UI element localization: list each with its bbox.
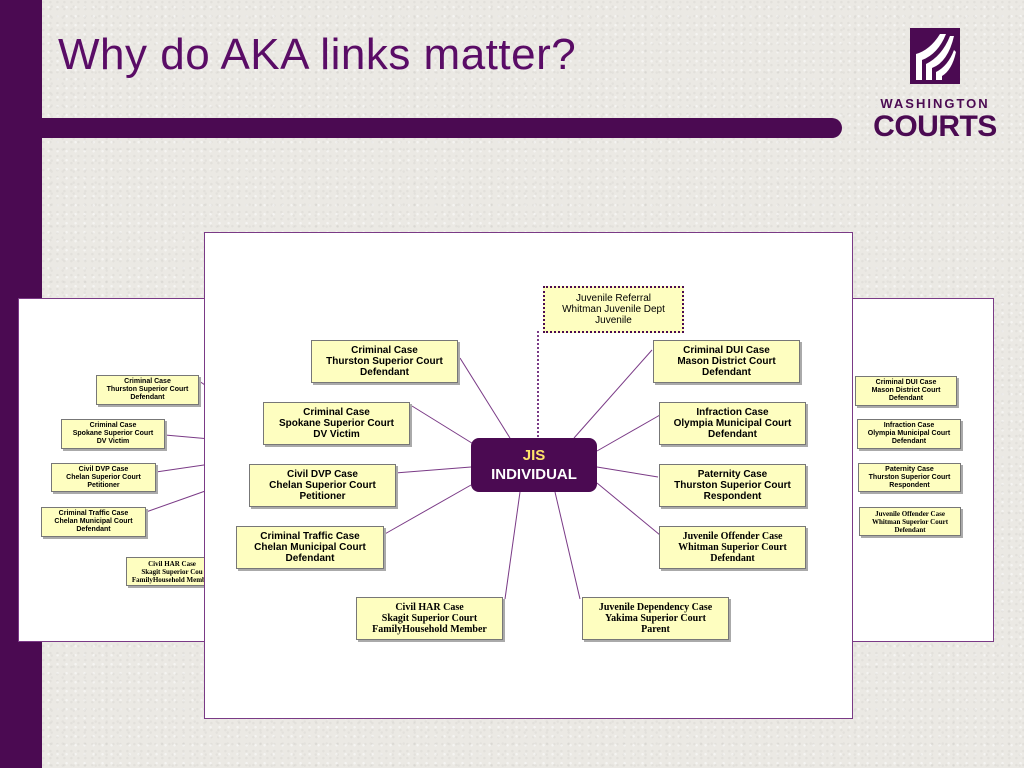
connector-lines — [382, 331, 661, 600]
washington-courts-logo: WASHINGTON COURTS — [870, 24, 1000, 144]
courts-building-icon — [910, 28, 960, 84]
slide-title: Why do AKA links matter? — [58, 30, 577, 79]
logo-word-washington: WASHINGTON — [880, 96, 990, 111]
title-rule — [42, 118, 842, 138]
logo-word-courts: COURTS — [873, 110, 997, 143]
jis-individual-node: JIS INDIVIDUAL — [471, 438, 597, 492]
